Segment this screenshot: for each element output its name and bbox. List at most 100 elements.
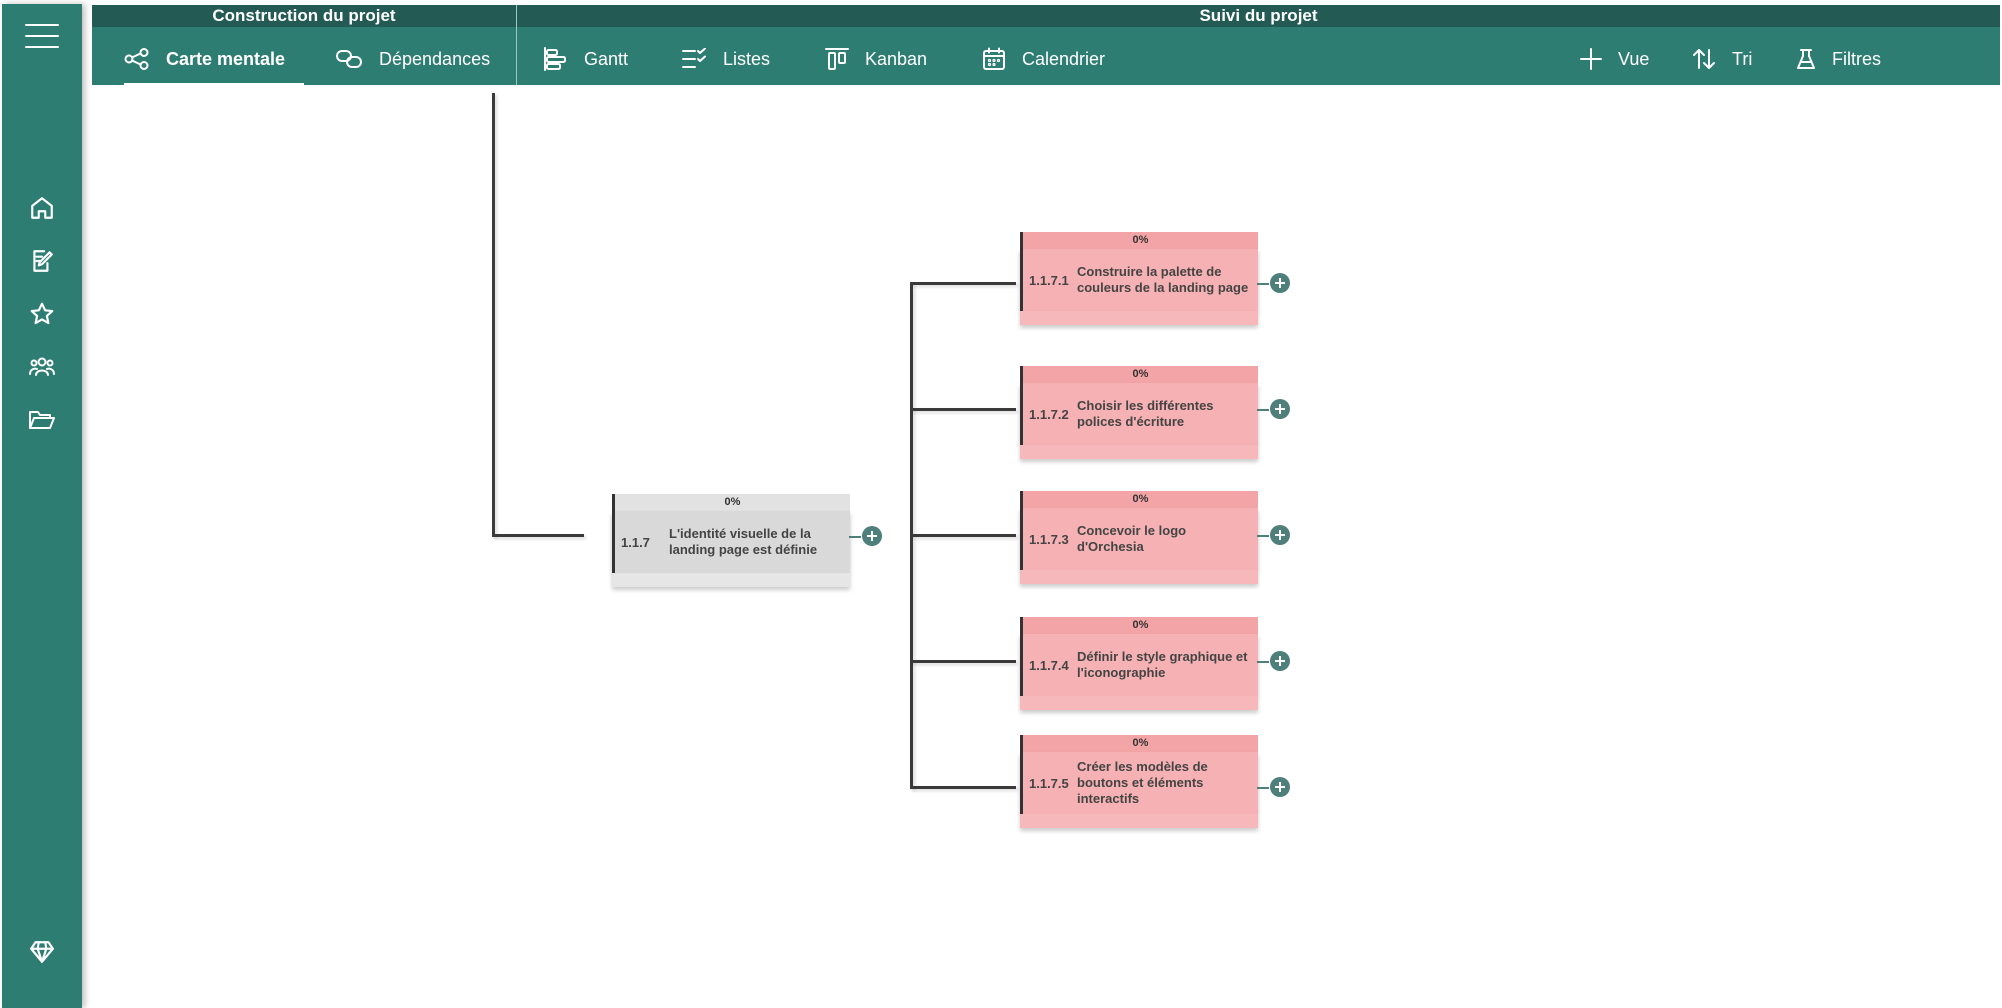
link-icon (336, 50, 362, 68)
task-footer (1020, 311, 1258, 325)
task-title: Concevoir le logo d'Orchesia (1077, 523, 1187, 554)
checklist-icon (682, 48, 706, 68)
task-progress: 0% (1020, 617, 1258, 634)
task-title: Construire la palette de couleurs de la … (1077, 264, 1249, 295)
task-progress: 0% (1020, 735, 1258, 752)
active-tab-indicator (124, 83, 304, 86)
sort-button[interactable]: Tri (1692, 33, 1752, 85)
task-body: 1.1.7 L'identité visuelle de la landing … (612, 511, 850, 573)
plus-icon (1275, 404, 1285, 414)
filters-label: Filtres (1832, 48, 1881, 69)
filters-button[interactable]: Filtres (1796, 33, 1881, 85)
task-title: Définir le style graphique et l'iconogra… (1077, 649, 1248, 680)
add-connector (1257, 409, 1269, 411)
task-progress: 0% (1020, 366, 1258, 383)
gantt-icon (544, 47, 566, 71)
task-title: Créer les modèles de boutons et éléments… (1077, 759, 1208, 806)
task-node-child[interactable]: 0% 1.1.7.4 Définir le style graphique et… (1020, 617, 1258, 710)
connector-line (492, 534, 584, 537)
plus-icon (1275, 278, 1285, 288)
task-progress: 0% (1020, 232, 1258, 249)
connector-line (492, 93, 495, 537)
flask-filter-icon (1797, 49, 1815, 69)
mindmap-icon (124, 48, 149, 70)
task-footer (1020, 445, 1258, 459)
star-icon[interactable] (2, 292, 82, 336)
calendar-icon (983, 47, 1005, 70)
task-node-child[interactable]: 0% 1.1.7.5 Créer les modèles de boutons … (1020, 735, 1258, 828)
task-title: Choisir les différentes polices d'écritu… (1077, 398, 1214, 429)
sort-icon (1693, 49, 1715, 69)
diamond-icon[interactable] (2, 930, 82, 974)
add-child-button[interactable] (1270, 273, 1290, 293)
folder-open-icon[interactable] (2, 398, 82, 442)
edit-document-icon[interactable] (2, 239, 82, 283)
task-title: L'identité visuelle de la landing page e… (669, 526, 818, 557)
add-connector (1257, 661, 1269, 663)
plus-icon (1580, 48, 1602, 70)
mindmap-canvas[interactable]: 0% 1.1.7 L'identité visuelle de la landi… (92, 86, 2000, 1008)
add-view-button[interactable]: Vue (1580, 33, 1649, 85)
task-footer (1020, 570, 1258, 584)
kanban-icon (825, 48, 849, 70)
tab-lists-label: Listes (723, 48, 771, 69)
task-node-parent[interactable]: 0% 1.1.7 L'identité visuelle de la landi… (612, 494, 850, 587)
task-progress: 0% (1020, 491, 1258, 508)
task-footer (1020, 814, 1258, 828)
task-number: 1.1.7.1 (1029, 272, 1069, 288)
connector-line (910, 786, 1016, 789)
top-toolbar: Construction du projet Suivi du projet C… (92, 5, 2000, 86)
tab-dependencies[interactable]: Dépendances (335, 33, 490, 85)
add-connector (1257, 535, 1269, 537)
tab-kanban-label: Kanban (865, 48, 928, 69)
home-icon[interactable] (2, 186, 82, 230)
task-footer (1020, 696, 1258, 710)
section-title-construction: Construction du projet (92, 5, 516, 27)
add-child-button[interactable] (1270, 777, 1290, 797)
tab-lists[interactable]: Listes (681, 33, 770, 85)
sort-label: Tri (1732, 48, 1753, 69)
tab-mindmap[interactable]: Carte mentale (124, 33, 285, 85)
tab-kanban[interactable]: Kanban (825, 33, 927, 85)
task-node-child[interactable]: 0% 1.1.7.2 Choisir les différentes polic… (1020, 366, 1258, 459)
add-child-button[interactable] (1270, 399, 1290, 419)
task-body: 1.1.7.2 Choisir les différentes polices … (1020, 383, 1258, 445)
connector-line (910, 534, 1016, 537)
tab-gantt-label: Gantt (584, 48, 629, 69)
plus-icon (1275, 530, 1285, 540)
task-footer (612, 573, 850, 587)
tab-dependencies-label: Dépendances (379, 48, 491, 69)
task-body: 1.1.7.1 Construire la palette de couleur… (1020, 249, 1258, 311)
task-progress: 0% (612, 494, 850, 511)
task-number: 1.1.7.5 (1029, 775, 1069, 791)
add-child-button[interactable] (862, 526, 882, 546)
task-node-child[interactable]: 0% 1.1.7.1 Construire la palette de coul… (1020, 232, 1258, 325)
team-icon[interactable] (2, 345, 82, 389)
task-body: 1.1.7.4 Définir le style graphique et l'… (1020, 634, 1258, 696)
tab-calendar[interactable]: Calendrier (982, 33, 1105, 85)
plus-icon (867, 531, 877, 541)
add-connector (849, 536, 861, 538)
task-number: 1.1.7.3 (1029, 531, 1069, 547)
tab-calendar-label: Calendrier (1022, 48, 1106, 69)
task-number: 1.1.7 (621, 534, 650, 550)
connector-line (910, 408, 1016, 411)
task-body: 1.1.7.3 Concevoir le logo d'Orchesia (1020, 508, 1258, 570)
connector-line (910, 660, 1016, 663)
plus-icon (1275, 782, 1285, 792)
connector-line (910, 282, 1016, 285)
add-child-button[interactable] (1270, 525, 1290, 545)
task-node-child[interactable]: 0% 1.1.7.3 Concevoir le logo d'Orchesia (1020, 491, 1258, 584)
task-number: 1.1.7.4 (1029, 657, 1069, 673)
task-number: 1.1.7.2 (1029, 406, 1069, 422)
section-title-follow: Suivi du projet (517, 5, 2000, 27)
add-connector (1257, 787, 1269, 789)
menu-icon[interactable] (2, 14, 82, 58)
add-connector (1257, 283, 1269, 285)
plus-icon (1275, 656, 1285, 666)
sidebar (2, 4, 82, 1008)
add-view-label: Vue (1618, 48, 1650, 69)
tab-gantt[interactable]: Gantt (542, 33, 628, 85)
tab-mindmap-label: Carte mentale (166, 48, 286, 69)
add-child-button[interactable] (1270, 651, 1290, 671)
